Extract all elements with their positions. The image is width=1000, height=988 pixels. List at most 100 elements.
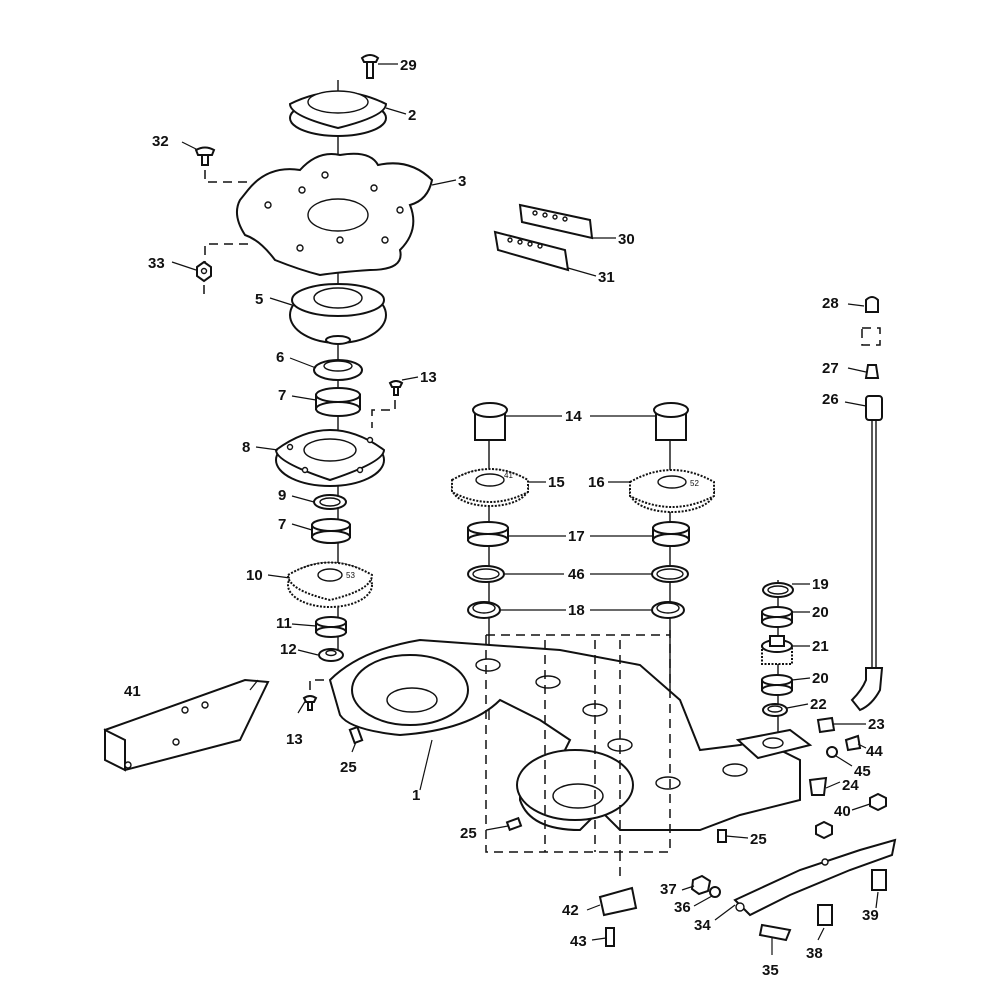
- grease-hose: [850, 420, 884, 712]
- part-38-bolt: [817, 904, 833, 926]
- callout-7-lower: 7: [278, 516, 286, 533]
- part-6-ring: [313, 359, 363, 381]
- part-42-clip: [598, 886, 638, 917]
- callout-25-left: 25: [340, 759, 357, 776]
- part-3-star-plate: [235, 152, 434, 277]
- part-37-nut: [690, 874, 712, 896]
- part-24-plug: [808, 776, 828, 796]
- callout-13-lower: 13: [286, 731, 303, 748]
- part-21-pinion: [761, 635, 793, 665]
- gear-15-marking: 41: [504, 471, 513, 480]
- callout-2: 2: [408, 107, 416, 124]
- part-36-washer: [709, 886, 721, 898]
- part-27-nipple: [864, 364, 880, 379]
- callout-39: 39: [862, 907, 879, 924]
- callout-43: 43: [570, 933, 587, 950]
- part-30-knife: [518, 203, 594, 240]
- callout-42: 42: [562, 902, 579, 919]
- part-44-bolt: [844, 734, 862, 752]
- part-41-bracket: [103, 678, 270, 772]
- part-9-ring: [313, 494, 347, 510]
- part-14-cap-right: [653, 402, 689, 441]
- part-17-bearings: [467, 521, 690, 547]
- part-23-fitting: [816, 716, 836, 734]
- part-26-fitting: [865, 395, 883, 421]
- part-11-bearing: [315, 616, 347, 638]
- part-12-hub: [318, 648, 344, 662]
- part-34-lever: [733, 838, 897, 917]
- callout-18: 18: [568, 602, 585, 619]
- part-10-gear: 53: [286, 561, 374, 608]
- part-25-screw-c: [717, 829, 727, 843]
- part-5-housing: [289, 283, 387, 345]
- part-2-ring: [288, 90, 388, 137]
- callout-5: 5: [255, 291, 263, 308]
- part-16-gear: 52: [629, 469, 715, 513]
- gear-10-marking: 53: [346, 571, 355, 580]
- callout-27: 27: [822, 360, 839, 377]
- part-13-screw-upper: [371, 380, 404, 428]
- callout-41: 41: [124, 683, 141, 700]
- callout-labels: 29 2 3 32 33 5 6 7 13 8 9 7 10 11 12 13 …: [124, 57, 885, 979]
- callout-26: 26: [822, 391, 839, 408]
- part-7-bearing-upper: [315, 387, 361, 417]
- callout-44: 44: [866, 743, 883, 760]
- callout-10: 10: [246, 567, 263, 584]
- callout-45: 45: [854, 763, 871, 780]
- part-46-rings: [467, 565, 689, 583]
- part-18-rings: [467, 601, 685, 619]
- part-22-ring: [762, 703, 788, 717]
- callout-35: 35: [762, 962, 779, 979]
- callout-30: 30: [618, 231, 635, 248]
- callout-22: 22: [810, 696, 827, 713]
- part-32-bolt: [194, 146, 248, 183]
- gear-16-marking: 52: [690, 479, 699, 488]
- callout-7-upper: 7: [278, 387, 286, 404]
- callout-13-upper: 13: [420, 369, 437, 386]
- part-20-bearing-upper: [761, 606, 793, 628]
- part-25-screw-a: [348, 725, 364, 745]
- part-45-washer: [826, 746, 838, 758]
- callout-1: 1: [412, 787, 420, 804]
- part-14-cap-left: [472, 402, 508, 441]
- part-29-bolt: [360, 54, 380, 79]
- part-15-gear: 41: [451, 468, 529, 507]
- part-33-nut: [196, 243, 248, 296]
- part-19-ring: [762, 582, 794, 598]
- callout-32: 32: [152, 133, 169, 150]
- part-43-screw: [605, 927, 615, 947]
- part-7-bearing-lower: [311, 518, 351, 544]
- callout-24: 24: [842, 777, 859, 794]
- callout-17: 17: [568, 528, 585, 545]
- callout-25-middle: 25: [460, 825, 477, 842]
- part-39-bolt: [871, 869, 887, 891]
- callout-15: 15: [548, 474, 565, 491]
- callout-31: 31: [598, 269, 615, 286]
- callout-38: 38: [806, 945, 823, 962]
- callout-21: 21: [812, 638, 829, 655]
- part-20-bearing-lower: [761, 674, 793, 696]
- callout-14: 14: [565, 408, 582, 425]
- callout-23: 23: [868, 716, 885, 733]
- callout-8: 8: [242, 439, 250, 456]
- callout-20-lower: 20: [812, 670, 829, 687]
- part-31-knife: [493, 230, 570, 272]
- callout-6: 6: [276, 349, 284, 366]
- callout-11: 11: [276, 615, 292, 632]
- leader-lines: [171, 63, 879, 955]
- callout-12: 12: [280, 641, 297, 658]
- callout-33: 33: [148, 255, 165, 272]
- callout-46: 46: [568, 566, 585, 583]
- callout-3: 3: [458, 173, 466, 190]
- part-1-gearbox-housing: [328, 638, 813, 832]
- part-35-bolt: [758, 923, 792, 942]
- part-28-cap: [861, 296, 881, 346]
- part-40-nuts: [815, 792, 887, 840]
- callout-16: 16: [588, 474, 605, 491]
- callout-25-right: 25: [750, 831, 767, 848]
- callout-9: 9: [278, 487, 286, 504]
- part-25-screw-b: [505, 816, 523, 832]
- callout-20-upper: 20: [812, 604, 829, 621]
- callout-34: 34: [694, 917, 711, 934]
